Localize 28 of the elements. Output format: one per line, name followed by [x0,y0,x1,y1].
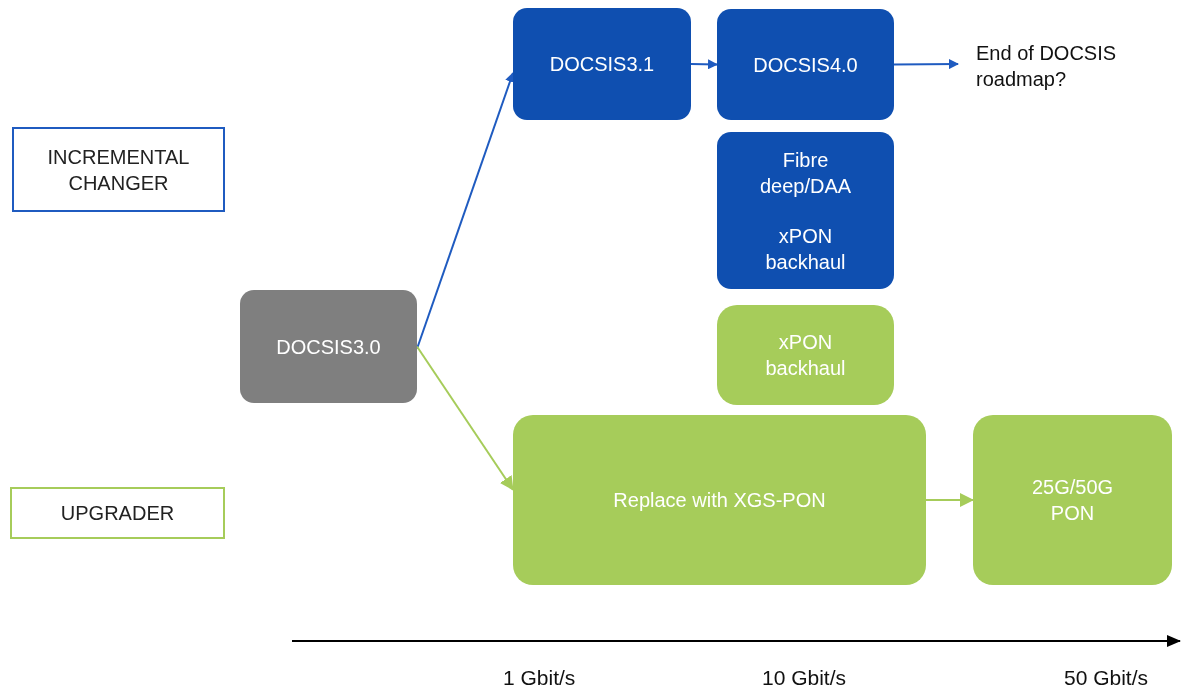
box-label: xPON backhaul [764,223,847,275]
box-label: DOCSIS3.1 [549,52,655,77]
axis-tick-label: 1 Gbit/s [503,666,576,690]
process-box [12,127,225,212]
process-box [717,9,894,120]
arrow [690,59,718,70]
box-label: INCREMENTAL CHANGER [46,144,191,196]
axis-tick-label: 50 Gbit/s [1064,666,1149,690]
process-box [513,415,926,585]
box-label: DOCSIS3.0 [276,334,381,360]
box-label: xPON backhaul [764,330,847,381]
process-box [973,415,1172,585]
arrow [416,71,515,350]
box-label: DOCSIS4.0 [753,52,858,78]
axis-tick-label: 10 Gbit/s [762,666,847,690]
process-box [10,487,225,539]
arrow [925,493,974,507]
box-label: 25G/50G PON [1030,475,1115,526]
box-label: UPGRADER [60,501,175,526]
arrow [416,345,514,491]
box-label: Fibre deep/DAA [758,147,853,199]
box-label: End of DOCSIS roadmap? [976,41,1118,92]
arrow [893,59,959,70]
box-label: Replace with XGS-PON [613,488,826,513]
process-box [513,8,691,120]
process-box [717,132,894,289]
process-box [717,305,894,405]
process-box [240,290,417,403]
